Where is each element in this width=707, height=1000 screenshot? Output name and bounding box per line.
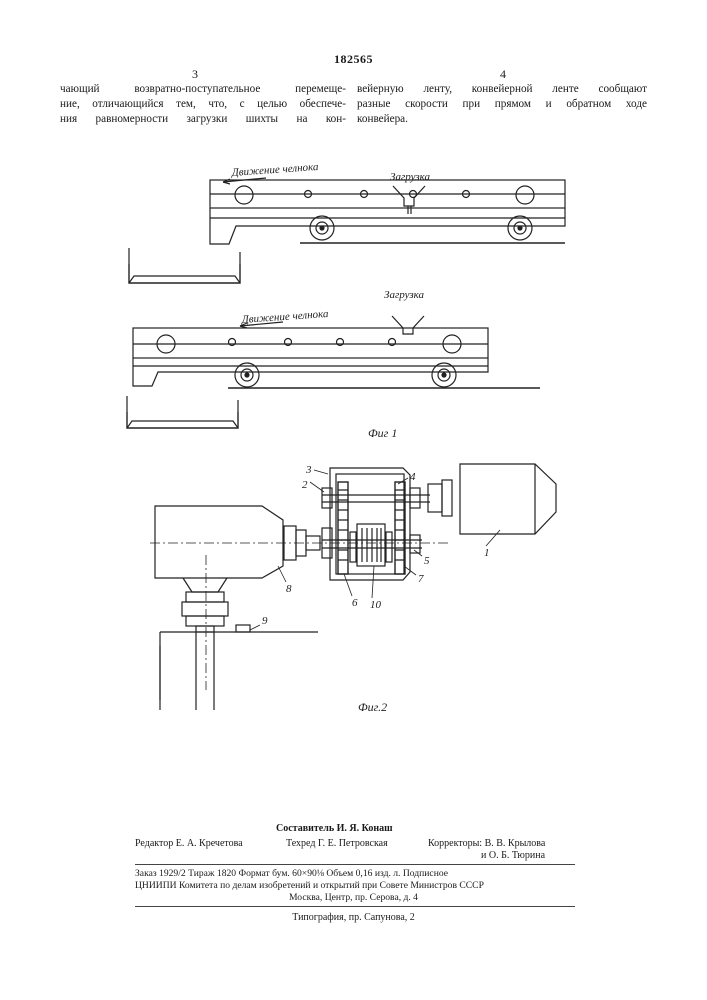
ref-5: 5	[424, 555, 430, 567]
fig2-drive-mechanism	[150, 464, 556, 710]
figure2-caption: Фиг.2	[358, 700, 387, 714]
footer-institute-line: ЦНИИПИ Комитета по делам изобретений и о…	[135, 880, 484, 892]
upper-load-label: Загрузка	[390, 171, 430, 183]
ref-4: 4	[410, 471, 416, 483]
ref-3: 3	[305, 464, 312, 476]
ref-6: 6	[352, 597, 358, 609]
footer-compiler: Составитель И. Я. Конаш	[276, 823, 393, 835]
lower-motion-label: Движение челнока	[240, 308, 329, 326]
footer-address-line: Москва, Центр, пр. Серова, д. 4	[0, 892, 707, 904]
footer-order-line: Заказ 1929/2 Тираж 1820 Формат бум. 60×9…	[135, 868, 448, 880]
ref-7: 7	[418, 573, 424, 585]
ref-10: 10	[370, 599, 382, 611]
footer-editor: Редактор Е. А. Кречетова	[135, 838, 243, 850]
ref-1: 1	[484, 547, 490, 559]
motor-1	[460, 464, 556, 534]
fig1-lower-conveyor	[127, 316, 540, 428]
ref-2: 2	[302, 479, 308, 491]
upper-load-hopper	[393, 186, 425, 206]
footer-correctors-2: и О. Б. Тюрина	[481, 850, 545, 862]
upper-motion-label: Движение челнока	[230, 161, 319, 179]
ref-8: 8	[286, 583, 292, 595]
footer-typography: Типография, пр. Сапунова, 2	[0, 912, 707, 924]
lower-load-hopper	[392, 316, 424, 334]
footer-correctors-1: Корректоры: В. В. Крылова	[428, 838, 545, 850]
footer-divider-bottom	[135, 906, 575, 907]
footer-techred: Техред Г. Е. Петровская	[286, 838, 388, 850]
figure1-caption: Фиг 1	[368, 426, 397, 440]
motor-8	[155, 506, 283, 578]
fig1-upper-conveyor	[129, 178, 565, 283]
ref-9: 9	[262, 615, 268, 627]
lower-load-label: Загрузка	[384, 289, 424, 301]
footer-divider-top	[135, 864, 575, 865]
